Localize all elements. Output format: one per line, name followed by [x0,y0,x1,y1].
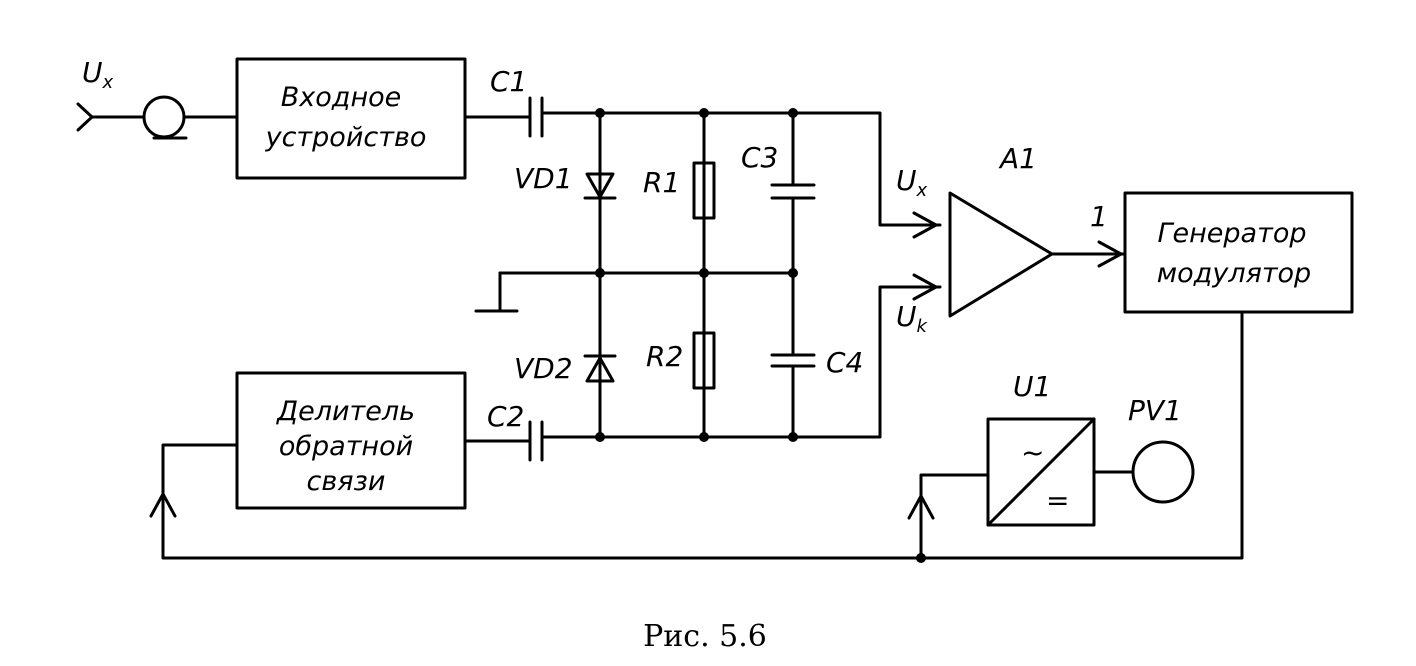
feedback-divider-line2: обратной [279,431,413,462]
a1-label: A1 [998,142,1037,175]
junction-dots [595,108,926,563]
figure-caption: Рис. 5.6 [643,619,767,654]
c1-label: C1 [490,65,527,98]
amplifier-a1 [948,191,1054,318]
pv1-label: PV1 [1128,394,1182,427]
generator-line2: модулятор [1157,258,1311,289]
uk-input-arrow [912,273,938,301]
feedback-loop-wire [161,310,1244,560]
meter-pv1-icon [1131,440,1195,504]
capacitor-c2 [528,420,544,462]
converter-input-wire [919,473,990,560]
input-device-block [235,57,467,180]
capacitor-c3 [770,183,816,200]
converter-up-arrow [907,494,935,520]
bottom-rail [540,285,942,439]
resistor-r1 [692,161,716,220]
input-device-line2: устройство [265,122,427,153]
dc-symbol-icon: = [1046,484,1069,517]
r2-label: R2 [646,340,683,373]
vd1-label: VD1 [514,162,573,195]
resistor-r2 [692,331,716,390]
output-1-label: 1 [1090,200,1108,233]
top-rail [540,111,942,227]
feedback-divider-line1: Делитель [276,396,415,427]
u1-label: U1 [1013,370,1051,403]
diode-vd2 [583,354,617,383]
amp-input-ux-label: Ux [896,164,928,201]
input-device-line1: Входное [281,82,401,113]
c3-label: C3 [741,141,778,174]
diode-vd1 [583,172,617,200]
feedback-divider-line3: связи [307,466,386,497]
feedback-up-arrow [149,492,177,518]
input-terminal [76,102,145,132]
vd2-label: VD2 [514,352,573,385]
ux-input-arrow [912,211,938,239]
r1-label: R1 [643,166,680,199]
generator-line1: Генератор [1158,218,1307,249]
generator-modulator-block [1123,191,1354,314]
c2-label: C2 [487,400,524,433]
converter-diagonal [986,417,1096,527]
input-connector-icon [142,95,188,140]
ac-symbol-icon: ~ [1021,436,1044,469]
capacitor-c1 [528,96,544,138]
amp-input-uk-label: Uk [896,300,929,337]
output-arrow [1097,240,1123,268]
c4-label: C4 [826,346,863,379]
capacitor-c4 [770,353,816,368]
input-terminal-label: Ux [82,56,114,93]
